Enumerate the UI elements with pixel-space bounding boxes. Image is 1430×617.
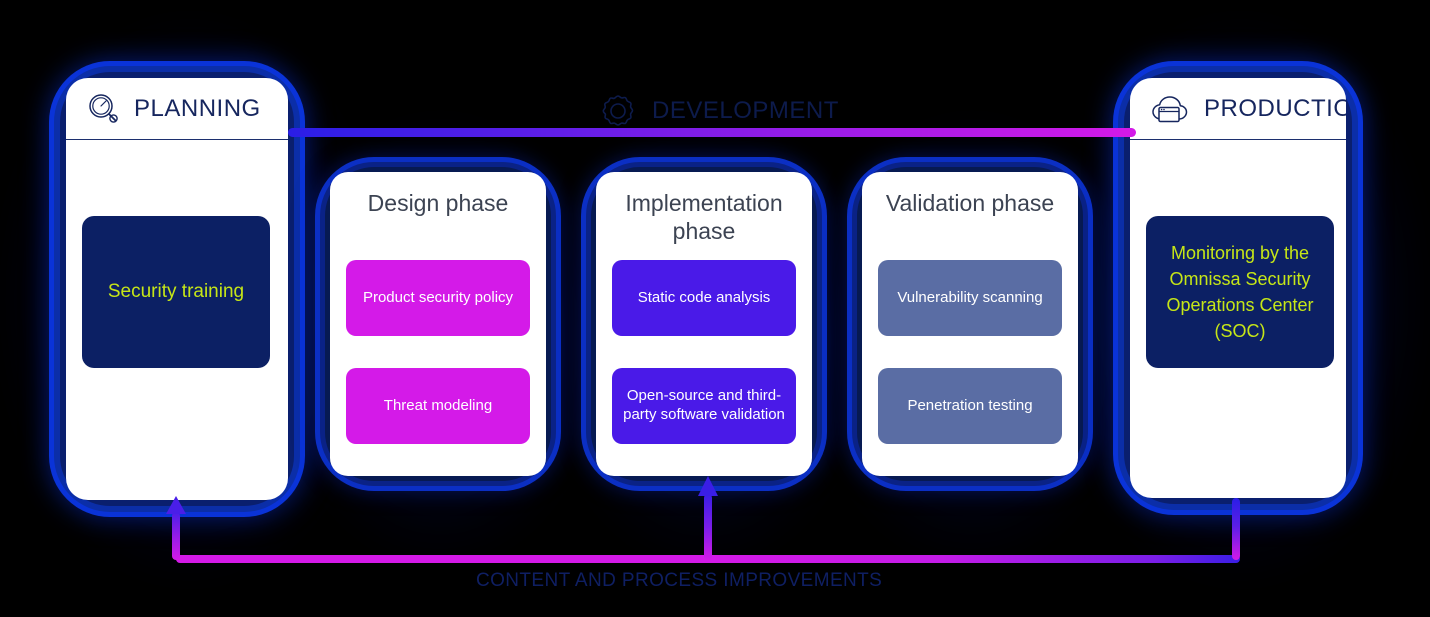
arrowhead-to-planning — [166, 496, 186, 514]
connector-rail-to-implementation — [704, 494, 712, 560]
stage-body-production: Monitoring by the Omnissa Security Opera… — [1130, 140, 1346, 498]
phase-title-design: Design phase — [367, 190, 509, 216]
phase-card-validation[interactable]: Validation phase Vulnerability scanning … — [862, 172, 1078, 476]
arrowhead-to-implementation — [698, 476, 718, 496]
cloud-window-icon — [1150, 92, 1192, 126]
connector-production-to-rail — [1232, 498, 1240, 560]
stage-body-planning: Security training — [66, 140, 288, 500]
stage-label-production: PRODUCTION — [1204, 94, 1346, 122]
stage-label-development: DEVELOPMENT — [652, 97, 839, 124]
magnifier-clock-icon — [86, 91, 122, 127]
item-open-source-validation[interactable]: Open-source and third-party software val… — [612, 368, 796, 444]
stage-header-development: DEVELOPMENT — [598, 92, 839, 130]
feedback-loop-label: CONTENT AND PROCESS IMPROVEMENTS — [476, 570, 883, 591]
item-vulnerability-scanning[interactable]: Vulnerability scanning — [878, 260, 1062, 336]
item-threat-modeling[interactable]: Threat modeling — [346, 368, 530, 444]
phase-card-implementation[interactable]: Implementation phase Static code analysi… — [596, 172, 812, 476]
stage-card-planning[interactable]: PLANNING Security training — [66, 78, 288, 500]
stage-header-planning: PLANNING — [66, 78, 288, 140]
stage-header-production: PRODUCTION — [1130, 78, 1346, 140]
item-static-code-analysis[interactable]: Static code analysis — [612, 260, 796, 336]
item-security-training[interactable]: Security training — [82, 216, 270, 368]
phase-title-implementation: Implementation phase — [625, 190, 783, 244]
stage-label-planning: PLANNING — [134, 94, 261, 122]
item-product-security-policy[interactable]: Product security policy — [346, 260, 530, 336]
connector-planning-to-production — [288, 128, 1136, 137]
stage-card-production[interactable]: PRODUCTION Monitoring by the Omnissa Sec… — [1130, 78, 1346, 498]
phase-title-validation: Validation phase — [885, 190, 1055, 216]
item-penetration-testing[interactable]: Penetration testing — [878, 368, 1062, 444]
gear-icon — [598, 92, 638, 130]
connector-rail-to-planning — [172, 512, 180, 560]
phase-card-design[interactable]: Design phase Product security policy Thr… — [330, 172, 546, 476]
item-soc-monitoring[interactable]: Monitoring by the Omnissa Security Opera… — [1146, 216, 1334, 368]
